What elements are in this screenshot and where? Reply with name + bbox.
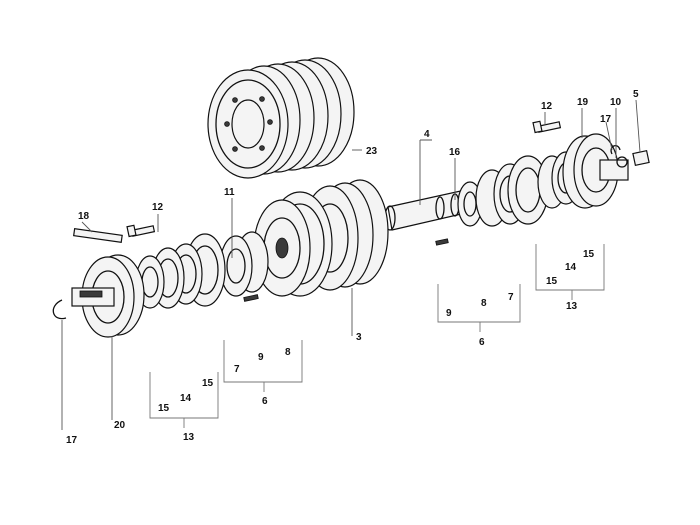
right-bearing-assembly: [457, 155, 549, 227]
part-5-nut: [632, 149, 650, 167]
callout-9-mid: 9: [258, 352, 264, 363]
part-12-bolt-right: [532, 120, 562, 134]
callout-14-right: 14: [565, 262, 577, 273]
callout-5: 5: [633, 89, 639, 100]
part-17-circlip-right: [610, 145, 621, 155]
callout-7-right: 7: [508, 292, 514, 303]
callout-12-left: 12: [152, 202, 164, 213]
far-right-bearing-assembly: [537, 133, 629, 209]
callout-4: 4: [424, 129, 430, 140]
callout-13-left: 13: [183, 432, 195, 443]
callout-6-mid: 6: [262, 396, 268, 407]
part-11-collar: [219, 231, 269, 302]
part-12-bolt-left: [126, 224, 156, 238]
callout-15-left-a: 15: [202, 378, 214, 389]
callout-16: 16: [449, 147, 461, 158]
part-18-key: [72, 228, 123, 243]
callout-15-left-b: 15: [158, 403, 170, 414]
part-20-end-housing: [71, 254, 145, 338]
callout-6-right: 6: [479, 337, 485, 348]
part-3-crank-drum: [253, 179, 389, 297]
part-10-washer: [616, 156, 628, 168]
callout-11: 11: [224, 187, 235, 198]
callout-23: 23: [366, 146, 378, 157]
callout-3: 3: [356, 332, 362, 343]
callout-8-right: 8: [481, 298, 487, 309]
callout-20: 20: [114, 420, 126, 431]
callout-14-left: 14: [180, 393, 192, 404]
group-brackets: [149, 244, 605, 428]
part-23-drum: [207, 57, 355, 179]
callouts: 23 4 16 12 19 10 5 17 18 12 11 3 7 9 8 6…: [66, 89, 639, 446]
callout-19: 19: [577, 97, 589, 108]
callout-10: 10: [610, 97, 622, 108]
callout-13-right: 13: [566, 301, 578, 312]
callout-15-right-a: 15: [583, 249, 595, 260]
leader-lines: [61, 99, 641, 430]
callout-15-right-b: 15: [546, 276, 558, 287]
part-17-circlip-left: [52, 299, 67, 320]
left-bearing-assembly: [135, 233, 226, 309]
callout-7-mid: 7: [234, 364, 240, 375]
callout-17-right: 17: [600, 114, 612, 125]
callout-9-right: 9: [446, 308, 452, 319]
callout-8-mid: 8: [285, 347, 291, 358]
callout-17-left: 17: [66, 435, 78, 446]
callout-18: 18: [78, 211, 90, 222]
part-9-pin-right: [435, 238, 449, 246]
callout-12-right: 12: [541, 101, 553, 112]
